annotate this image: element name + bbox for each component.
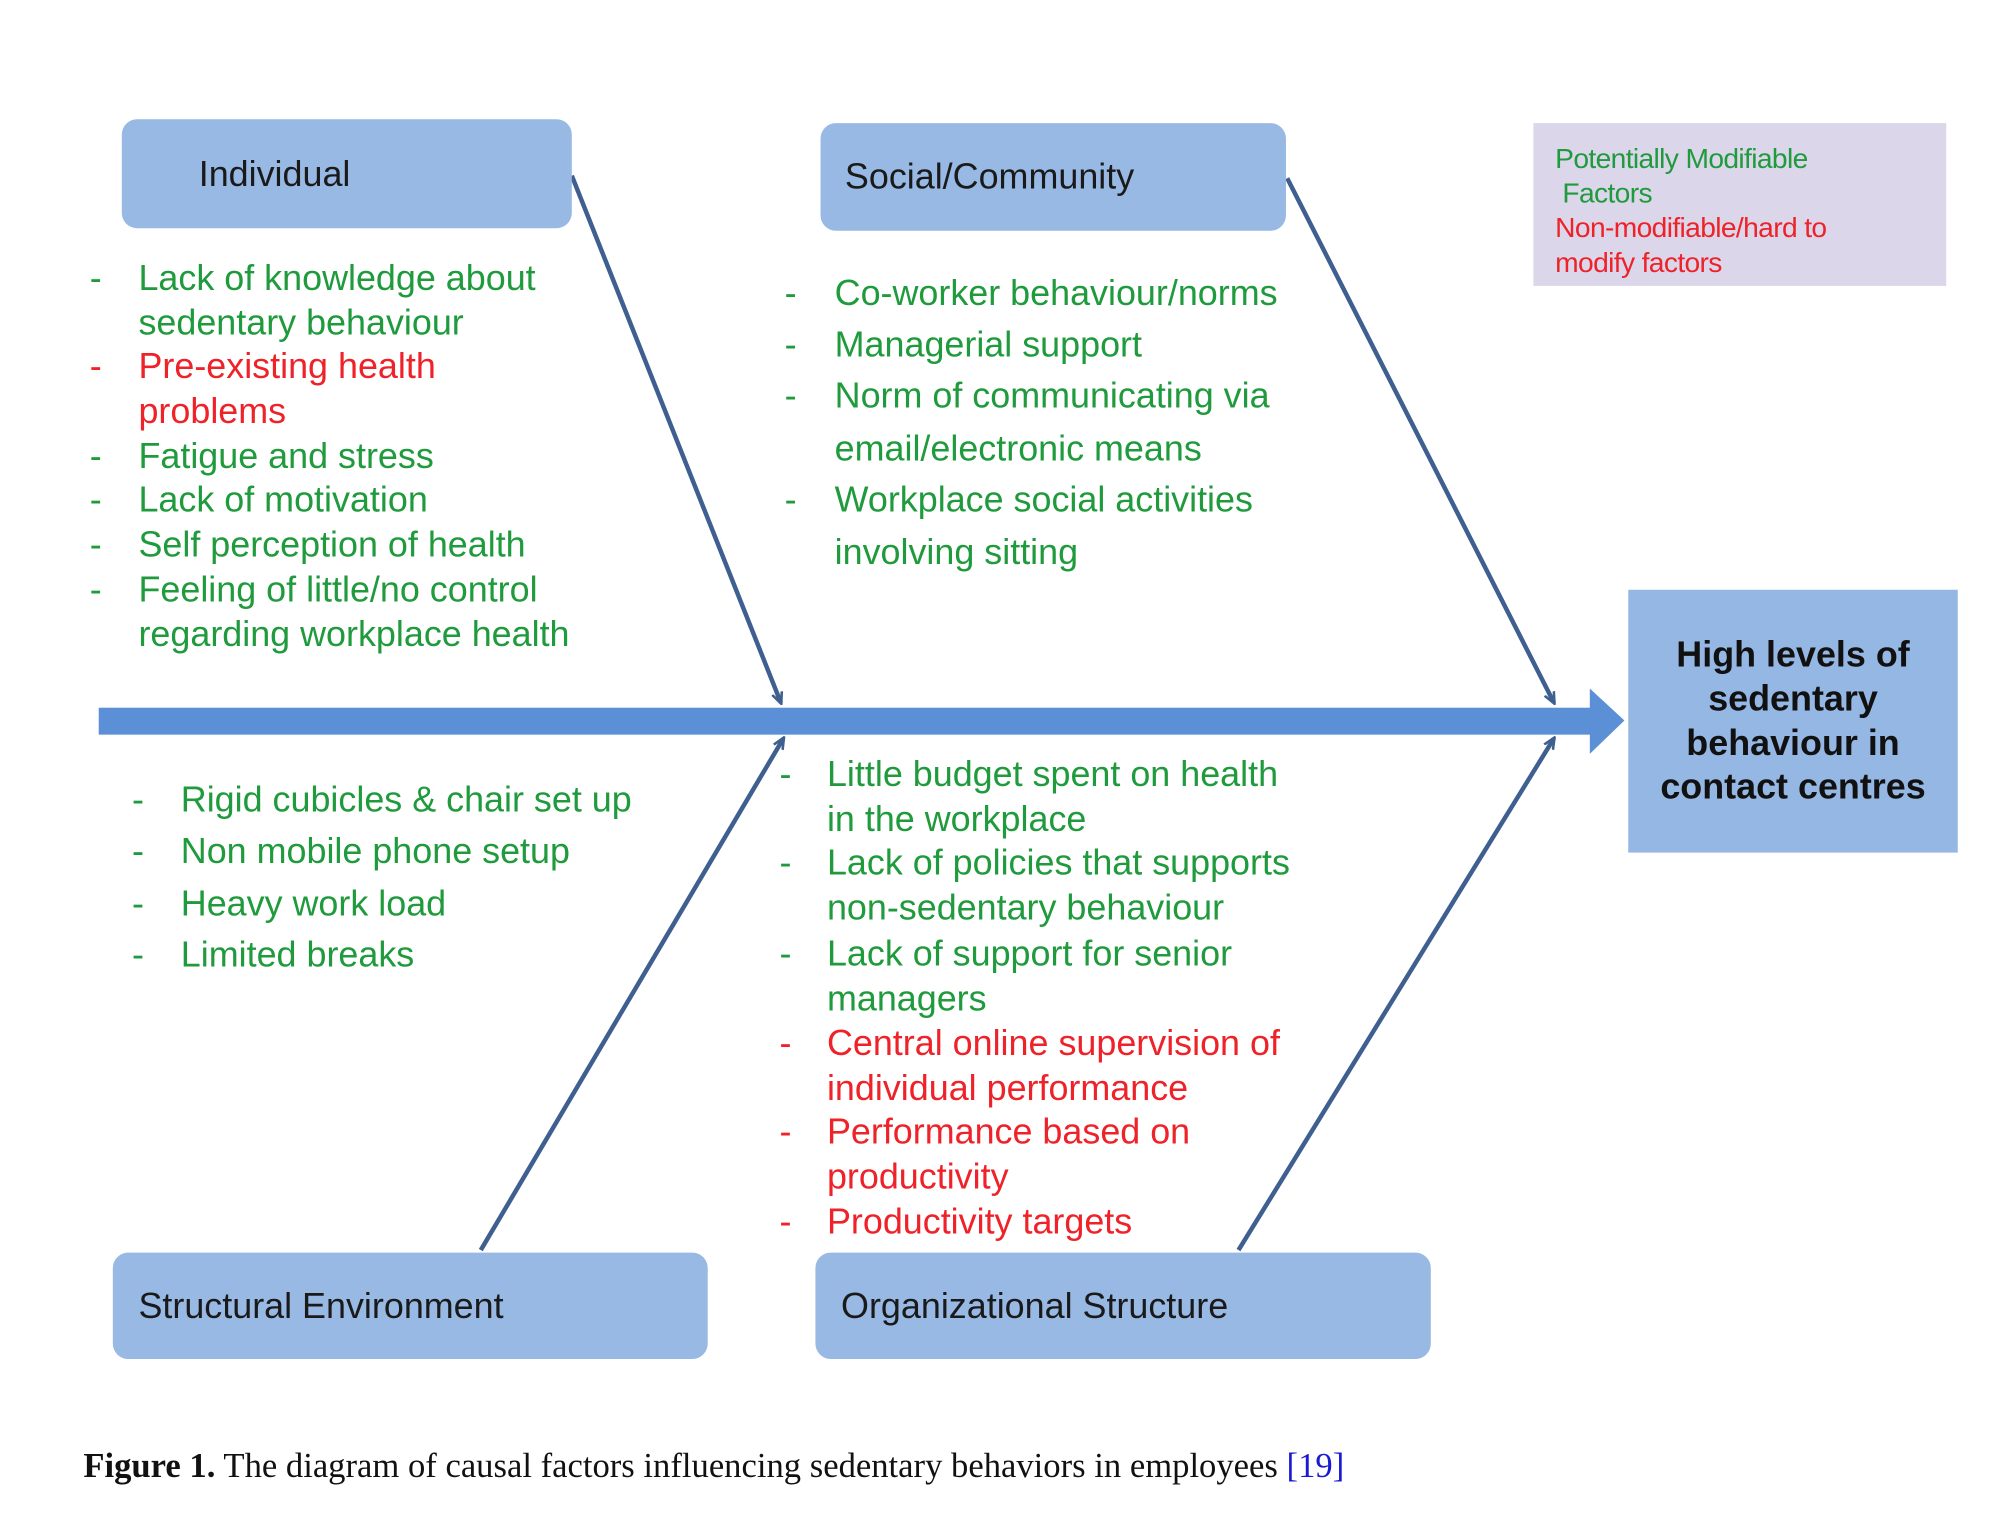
category-title: Social/Community bbox=[844, 156, 1135, 197]
factor-text: Limited breaks bbox=[181, 933, 414, 977]
category-title: Individual bbox=[198, 153, 351, 193]
factor-text-line: Rigid cubicles & chair set up bbox=[180, 779, 632, 820]
bullet-dash: - bbox=[779, 842, 792, 883]
caption-text: The diagram of causal factors influencin… bbox=[215, 1446, 1287, 1485]
bullet-dash: - bbox=[89, 435, 102, 476]
legend: Potentially Modifiable Factors Non-modif… bbox=[1533, 123, 1947, 286]
factor-text-line: Lack of policies that supports bbox=[826, 842, 1290, 883]
factor-text-line: in the workplace bbox=[826, 798, 1087, 838]
factor-text-line: Feeling of little/no control bbox=[138, 569, 538, 609]
bullet-dash: - bbox=[132, 830, 145, 871]
bullet-dash: - bbox=[132, 883, 145, 924]
factor-text-line: Workplace social activities bbox=[834, 479, 1253, 520]
category-box-organizational: Organizational Structure bbox=[815, 1252, 1431, 1360]
bullet-dash: - bbox=[89, 479, 102, 520]
caption-label: Figure 1. bbox=[83, 1446, 216, 1485]
factor-text-line: Fatigue and stress bbox=[138, 435, 434, 476]
factor-text-line: Self perception of health bbox=[138, 524, 526, 565]
bullet-dash: - bbox=[779, 1111, 792, 1152]
spine-arrow-head bbox=[1589, 688, 1625, 754]
factor-text: Managerial support bbox=[835, 319, 1142, 371]
factor-text-line: Lack of support for senior bbox=[826, 933, 1233, 974]
outcome-line: contact centres bbox=[1660, 766, 1926, 807]
outcome-box: High levels of sedentary behaviour in co… bbox=[1628, 589, 1958, 853]
factor-text: Rigid cubicles & chair set up bbox=[181, 778, 632, 822]
bullet-dash: - bbox=[779, 753, 792, 794]
bullet-dash: - bbox=[132, 934, 145, 975]
factor-text-line: Non mobile phone setup bbox=[180, 830, 570, 871]
bullet-dash: - bbox=[784, 375, 797, 416]
factor-text-line: Co-worker behaviour/norms bbox=[834, 273, 1278, 313]
bullet-dash: - bbox=[779, 1023, 792, 1063]
factor-text-line: Little budget spent on health bbox=[826, 753, 1279, 794]
factor-text: Non mobile phone setup bbox=[181, 830, 570, 874]
legend-non-modifiable-line: Non-modifiable/hard to bbox=[1555, 211, 1827, 244]
factor-text: Fatigue and stress bbox=[138, 435, 433, 479]
category-box-social: Social/Community bbox=[820, 123, 1286, 231]
factor-text-line: problems bbox=[138, 390, 287, 431]
factor-text-line: Heavy work load bbox=[180, 883, 447, 924]
legend-modifiable-line: Factors bbox=[1555, 176, 1652, 209]
bullet-dash: - bbox=[779, 1201, 792, 1242]
bullet-dash: - bbox=[89, 569, 102, 609]
factor-text: Heavy work load bbox=[181, 882, 446, 926]
category-title: Organizational Structure bbox=[841, 1285, 1229, 1326]
factor-text-line: Norm of communicating via bbox=[834, 375, 1270, 416]
factor-text-line: Lack of knowledge about bbox=[138, 257, 536, 298]
bullet-dash: - bbox=[132, 779, 145, 820]
caption-reference-link[interactable]: [19] bbox=[1286, 1446, 1345, 1485]
figure-caption: Figure 1. The diagram of causal factors … bbox=[83, 1446, 1344, 1486]
spine-arrow-shaft bbox=[98, 707, 1593, 735]
factor-text: Norm of communicating via email/electroni… bbox=[835, 371, 1270, 475]
factor-text-line: email/electronic means bbox=[834, 427, 1202, 468]
outcome-line: sedentary bbox=[1708, 678, 1878, 718]
factor-text: Self perception of health bbox=[138, 523, 525, 567]
factor-text-line: regarding workplace health bbox=[138, 613, 570, 654]
factor-text-line: Pre-existing health bbox=[138, 346, 436, 386]
bullet-dash: - bbox=[779, 933, 792, 974]
bullet-dash: - bbox=[784, 273, 797, 313]
bone-structural bbox=[478, 738, 784, 1252]
factor-text-line: managers bbox=[826, 977, 987, 1018]
bullet-dash: - bbox=[89, 524, 102, 565]
factor-text-line: Managerial support bbox=[834, 324, 1142, 365]
factor-text-line: individual performance bbox=[826, 1067, 1189, 1108]
legend-modifiable-line: Potentially Modifiable bbox=[1555, 142, 1808, 175]
legend-non-modifiable-line: modify factors bbox=[1555, 246, 1722, 279]
factor-text-line: Limited breaks bbox=[180, 934, 415, 975]
outcome-line: High levels of bbox=[1676, 633, 1910, 674]
factor-text-line: non-sedentary behaviour bbox=[826, 886, 1225, 927]
factor-text-line: sedentary behaviour bbox=[138, 301, 464, 342]
bullet-dash: - bbox=[89, 346, 102, 386]
category-title: Structural Environment bbox=[138, 1285, 504, 1326]
factor-text: Co-worker behaviour/norms bbox=[835, 268, 1278, 320]
category-box-individual: Individual bbox=[121, 119, 572, 229]
bullet-dash: - bbox=[89, 257, 102, 298]
factor-text-line: Productivity targets bbox=[826, 1201, 1133, 1242]
factor-text-line: Lack of motivation bbox=[138, 479, 428, 520]
factor-text-line: Performance based on bbox=[826, 1111, 1191, 1152]
category-box-structural: Structural Environment bbox=[112, 1252, 708, 1360]
bone-individual bbox=[569, 174, 781, 703]
factor-text-line: Central online supervision of bbox=[826, 1023, 1280, 1063]
factor-text: Lack of motivation bbox=[138, 478, 427, 522]
bullet-dash: - bbox=[784, 324, 797, 365]
bone-social bbox=[1285, 177, 1554, 702]
factor-text: Workplace social activities involving sit… bbox=[835, 474, 1253, 578]
bullet-dash: - bbox=[784, 479, 797, 520]
outcome-line: behaviour in bbox=[1686, 722, 1900, 763]
factor-text-line: productivity bbox=[826, 1155, 1009, 1196]
factor-text: Productivity targets bbox=[827, 1200, 1132, 1244]
bone-organizational bbox=[1236, 738, 1554, 1252]
factor-text-line: involving sitting bbox=[834, 531, 1079, 572]
